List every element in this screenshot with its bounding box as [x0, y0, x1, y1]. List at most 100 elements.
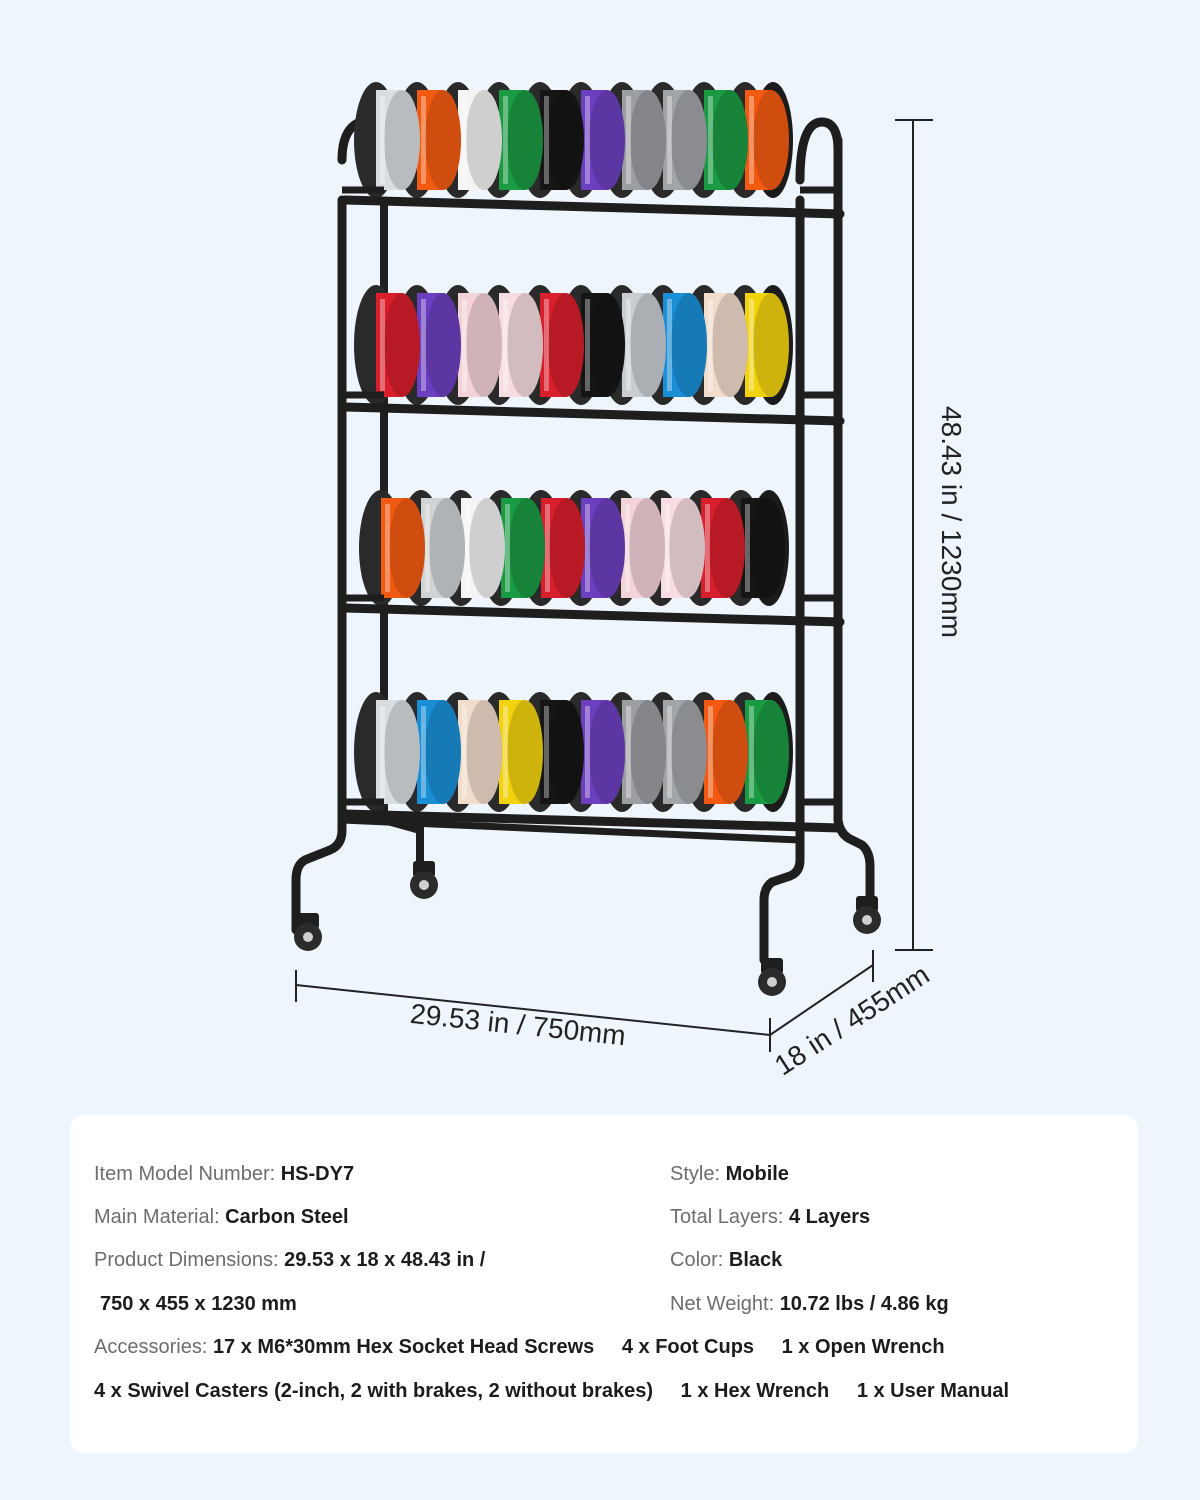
spool-highlight: [421, 706, 426, 798]
spool-highlight: [462, 299, 467, 391]
spec-material-value: Carbon Steel: [225, 1206, 349, 1228]
spool-highlight: [708, 299, 713, 391]
spool-highlight: [503, 96, 508, 184]
spec-dimensions-metric: 750 x 455 x 1230 mm: [100, 1293, 297, 1316]
width-dimension-line: [295, 984, 771, 1036]
spec-style: Style: Mobile: [670, 1163, 789, 1186]
spool-highlight: [421, 299, 426, 391]
spool-highlight: [585, 706, 590, 798]
filament-spool-face: [429, 498, 465, 598]
filament-spool-face: [589, 700, 625, 804]
spec-color-label: Color:: [670, 1249, 724, 1271]
filament-spool-face: [509, 498, 545, 598]
rack-right-post: [833, 135, 875, 910]
accessory-item: 1 x Hex Wrench: [680, 1380, 830, 1402]
spec-dimensions: Product Dimensions: 29.53 x 18 x 48.43 i…: [94, 1249, 485, 1272]
height-dimension-label: 48.43 in / 1230mm: [936, 406, 967, 638]
spec-weight-value: 10.72 lbs / 4.86 kg: [779, 1293, 949, 1315]
spec-style-value: Mobile: [725, 1163, 789, 1185]
spool-highlight: [585, 96, 590, 184]
filament-spool-face: [671, 90, 707, 190]
filament-spool-face: [589, 293, 625, 397]
spool-highlight: [667, 96, 672, 184]
spool-highlight: [708, 706, 713, 798]
spool-highlight: [385, 504, 390, 592]
spool-highlight: [626, 96, 631, 184]
spec-dimensions-value: 29.53 x 18 x 48.43 in /: [284, 1249, 486, 1271]
spool-highlight: [626, 706, 631, 798]
spool-highlight: [545, 504, 550, 592]
accessory-item: 17 x M6*30mm Hex Socket Head Screws: [212, 1336, 595, 1358]
specification-card: Item Model Number: HS-DY7 Style: Mobile …: [70, 1115, 1138, 1453]
spool-highlight: [708, 96, 713, 184]
filament-spool-face: [753, 700, 789, 804]
dimension-annotations: 48.43 in / 1230mm 29.53 in / 750mm 18 in…: [295, 119, 967, 1081]
spool-highlight: [503, 299, 508, 391]
filament-spool-face: [709, 498, 745, 598]
width-dimension-label: 29.53 in / 750mm: [409, 998, 627, 1051]
caster-hub: [767, 977, 777, 987]
spec-layers-label: Total Layers:: [670, 1206, 784, 1228]
filament-spool-face: [712, 90, 748, 190]
spool-highlight: [625, 504, 630, 592]
filament-spool-face: [712, 293, 748, 397]
spec-layers-value: 4 Layers: [788, 1206, 871, 1228]
caster-hub: [862, 915, 872, 925]
spec-dimensions-metric-value: 750 x 455 x 1230 mm: [100, 1293, 297, 1315]
spec-weight-label: Net Weight:: [670, 1293, 775, 1315]
spool-highlight: [585, 299, 590, 391]
spool-highlight: [665, 504, 670, 592]
rack-left-post: [291, 195, 347, 935]
spool-highlight: [505, 504, 510, 592]
spec-color-value: Black: [728, 1249, 783, 1271]
filament-spool-face: [507, 700, 543, 804]
spool-highlight: [462, 706, 467, 798]
filament-spool-face: [589, 90, 625, 190]
filament-spool-face: [753, 293, 789, 397]
spool-highlight: [749, 706, 754, 798]
spec-weight: Net Weight: 10.72 lbs / 4.86 kg: [670, 1293, 949, 1316]
rack-front-right-post: [759, 195, 805, 965]
filament-spool-face: [507, 293, 543, 397]
filament-spool-face: [669, 498, 705, 598]
filament-rack: [291, 82, 881, 996]
caster-hub: [419, 880, 429, 890]
spec-accessories-line-2: 4 x Swivel Casters (2-inch, 2 with brake…: [94, 1380, 1031, 1403]
spool-highlight: [745, 504, 750, 592]
spec-layers: Total Layers: 4 Layers: [670, 1206, 870, 1229]
accessory-item: 1 x User Manual: [856, 1380, 1010, 1402]
spec-accessories-line-1: Accessories: 17 x M6*30mm Hex Socket Hea…: [94, 1336, 967, 1359]
filament-spool-face: [466, 293, 502, 397]
filament-spool-face: [548, 293, 584, 397]
rack-base-bar: [341, 816, 801, 844]
spec-model: Item Model Number: HS-DY7: [94, 1163, 354, 1186]
spool-highlight: [425, 504, 430, 592]
filament-spool-face: [384, 90, 420, 190]
filament-spool-face: [507, 90, 543, 190]
spool-highlight: [544, 299, 549, 391]
caster-hub: [303, 932, 313, 942]
filament-spool-face: [630, 293, 666, 397]
rack-shelf-bar: [340, 402, 845, 426]
spec-model-value: HS-DY7: [280, 1163, 355, 1185]
filament-spool-face: [425, 700, 461, 804]
spec-style-label: Style:: [670, 1163, 721, 1185]
accessory-item: 4 x Foot Cups: [621, 1336, 755, 1358]
spec-model-label: Item Model Number:: [94, 1163, 276, 1185]
filament-spool-face: [712, 700, 748, 804]
spool-highlight: [585, 504, 590, 592]
filament-spool-face: [384, 700, 420, 804]
spec-dimensions-label: Product Dimensions:: [94, 1249, 279, 1271]
depth-dimension-line: [769, 964, 874, 1036]
filament-spool-face: [749, 498, 785, 598]
spec-accessories-label: Accessories:: [94, 1336, 208, 1358]
spool-highlight: [421, 96, 426, 184]
filament-spool-face: [629, 498, 665, 598]
filament-spool-face: [549, 498, 585, 598]
spool-highlight: [749, 299, 754, 391]
spool-highlight: [667, 299, 672, 391]
filament-spool-face: [389, 498, 425, 598]
spool-highlight: [503, 706, 508, 798]
spool-highlight: [380, 706, 385, 798]
spool-highlight: [705, 504, 710, 592]
